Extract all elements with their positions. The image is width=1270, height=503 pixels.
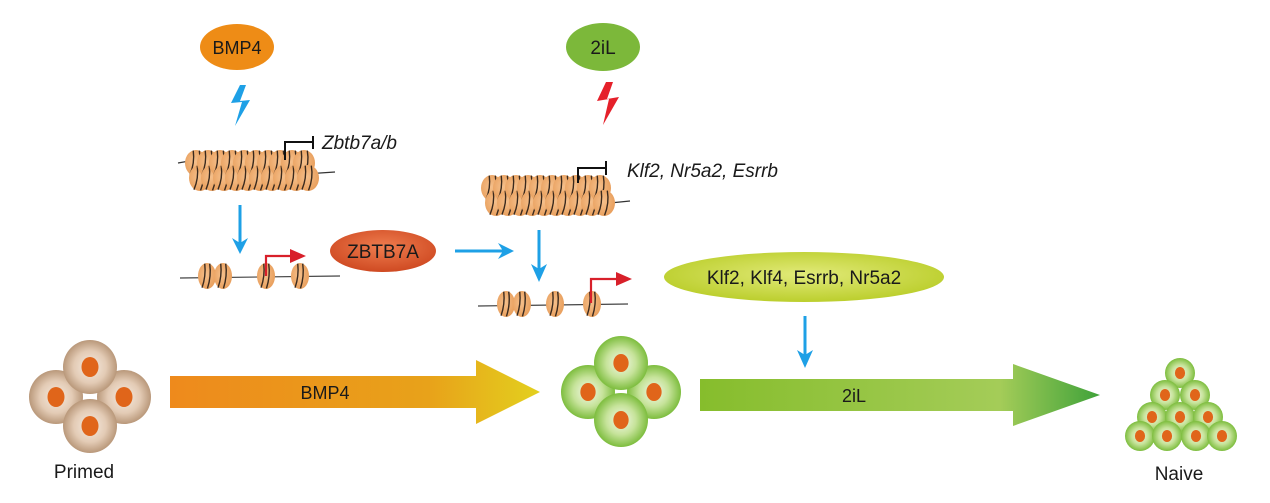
zbtb7a-label: ZBTB7A <box>347 242 419 263</box>
inhibited-promoter-icon <box>577 161 607 183</box>
2il-transition-arrow: 2iL <box>700 364 1100 426</box>
bmp4-transition-label: BMP4 <box>300 383 349 403</box>
cell-nucleus <box>1174 367 1186 379</box>
cell-nucleus <box>81 357 99 377</box>
nucleosome <box>297 165 319 191</box>
cell-nucleus <box>1159 389 1171 401</box>
activation-bolt-icon <box>231 85 250 126</box>
2il-transition-label: 2iL <box>842 386 866 406</box>
cell-nucleus <box>81 416 99 436</box>
nucleosome <box>198 263 216 289</box>
arrow-head-icon <box>531 264 547 282</box>
arrow-head-icon <box>797 350 813 368</box>
nucleosome-coil <box>481 175 615 216</box>
tss-arrow-icon <box>589 277 618 303</box>
nucleosome <box>593 190 615 216</box>
condensed-chromatin-naive-genes: Klf2, Nr5a2, Esrrb <box>481 161 778 216</box>
zbtb7a-oval <box>330 230 436 272</box>
bmp4-transition-arrow: BMP4 <box>170 360 540 424</box>
nucleosome <box>497 291 515 317</box>
tss-arrow-icon <box>264 254 292 276</box>
nucleosome <box>546 291 564 317</box>
nucleosome <box>214 263 232 289</box>
2il-oval <box>566 23 640 71</box>
primed-cell-cluster <box>29 340 151 453</box>
nucleosome <box>291 263 309 289</box>
cell-nucleus <box>115 387 133 407</box>
naive-tf-label: Klf2, Klf4, Esrrb, Nr5a2 <box>707 268 901 289</box>
cell-nucleus <box>646 383 662 401</box>
cell <box>63 340 117 394</box>
cell-nucleus <box>580 383 596 401</box>
open-chromatin-zbtb7 <box>179 263 341 289</box>
tss-arrow-head-icon <box>616 272 632 286</box>
bmp4-oval-label: BMP4 <box>212 38 261 58</box>
open-chromatin-naive-genes <box>477 291 629 317</box>
arrow-head-icon <box>498 243 514 259</box>
cell <box>1165 358 1195 388</box>
tss-arrow-head-icon <box>290 249 306 263</box>
cell-nucleus <box>1190 430 1202 442</box>
nucleosome <box>513 291 531 317</box>
naive-genes-label: Klf2, Nr5a2, Esrrb <box>627 161 778 182</box>
naive-tf-oval <box>664 252 944 302</box>
cell <box>1180 380 1210 410</box>
cell-nucleus <box>1161 430 1173 442</box>
cell-nucleus <box>1216 430 1228 442</box>
cell <box>1207 421 1237 451</box>
cell-nucleus <box>1134 430 1146 442</box>
arrow-head-icon <box>232 238 248 254</box>
cell <box>1152 421 1182 451</box>
primed-state-label: Primed <box>54 462 114 483</box>
cell <box>63 399 117 453</box>
naive-state-label: Naive <box>1155 464 1204 485</box>
bmp4-signal: BMP4 <box>200 24 274 70</box>
cell-nucleus <box>1174 411 1186 423</box>
zbtb7a-protein: ZBTB7A <box>330 230 436 272</box>
zbtb7-gene-label: Zbtb7a/b <box>321 133 397 154</box>
inhibition-bolt-icon <box>597 82 619 125</box>
cell-nucleus <box>1146 411 1158 423</box>
2il-arrow-shape <box>700 364 1100 426</box>
2il-signal: 2iL <box>566 23 640 71</box>
cell <box>1150 380 1180 410</box>
bmp4-arrow-shape <box>170 360 540 424</box>
cell <box>1181 421 1211 451</box>
nucleosome <box>583 291 601 317</box>
intermediate-cell-cluster <box>561 336 681 447</box>
cell-nucleus <box>1189 389 1201 401</box>
cell-nucleus <box>47 387 65 407</box>
naive-cell-colony <box>1125 358 1237 451</box>
nucleosome-coil <box>185 150 319 191</box>
condensed-chromatin-zbtb7: Zbtb7a/b <box>177 133 397 191</box>
cell <box>1125 421 1155 451</box>
inhibited-promoter-icon <box>284 136 314 160</box>
bmp4-oval <box>200 24 274 70</box>
cell-nucleus <box>1202 411 1214 423</box>
cell-nucleus <box>613 354 629 372</box>
cell <box>594 393 648 447</box>
cell <box>594 336 648 390</box>
naive-transcription-factors: Klf2, Klf4, Esrrb, Nr5a2 <box>664 252 944 302</box>
2il-oval-label: 2iL <box>590 38 615 59</box>
cell-nucleus <box>613 411 629 429</box>
